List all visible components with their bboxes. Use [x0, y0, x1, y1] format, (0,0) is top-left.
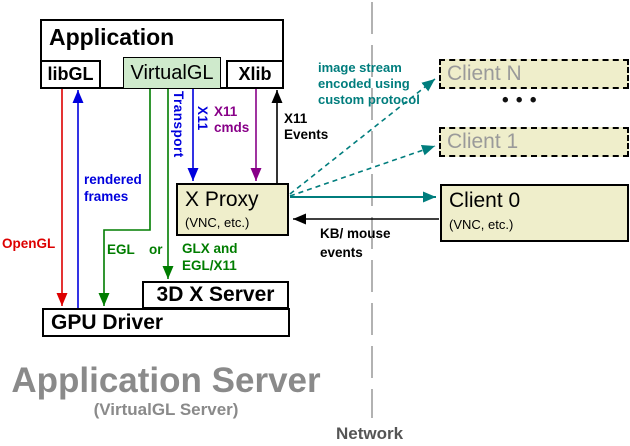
- libgl-box: libGL: [40, 60, 101, 89]
- x11-cmds-line1: X11: [214, 104, 238, 119]
- xproxy-title: X Proxy: [185, 188, 259, 211]
- x11-cmds-label: X11 cmds: [214, 104, 249, 136]
- x11-events-label: X11 Events: [284, 111, 328, 143]
- image-stream-line3: custom protocol: [318, 92, 420, 107]
- x11-cmds-line2: cmds: [214, 120, 250, 135]
- client-0-subtitle: (VNC, etc.): [449, 217, 514, 232]
- virtualgl-label: VirtualGL: [130, 61, 214, 84]
- xproxy-box: X Proxy (VNC, etc.): [176, 183, 289, 236]
- application-server-subtitle: (VirtualGL Server): [93, 400, 239, 419]
- xlib-label: Xlib: [238, 64, 272, 84]
- xproxy-subtitle: (VNC, etc.): [185, 215, 250, 230]
- kb-mouse-line2: events: [320, 245, 363, 260]
- 3d-x-server-box: 3D X Server: [142, 281, 289, 309]
- kb-mouse-label: KB/ mouse events: [320, 224, 391, 262]
- virtualgl-box: VirtualGL: [123, 57, 221, 89]
- rendered-frames-line2: frames: [84, 189, 129, 204]
- transport-vertical-label: Transport: [171, 91, 186, 158]
- image-stream-label: image stream encoded using custom protoc…: [318, 60, 420, 108]
- application-server-title: Application Server: [11, 361, 321, 400]
- client-1-box: Client 1: [439, 127, 629, 157]
- client-n-box: Client N: [439, 59, 629, 89]
- client-0-box: Client 0 (VNC, etc.): [440, 184, 629, 242]
- xlib-box: Xlib: [226, 60, 284, 89]
- rendered-frames-line1: rendered: [84, 172, 142, 187]
- arrow-egl: [98, 89, 151, 306]
- glx-line2: EGL/X11: [182, 258, 237, 273]
- opengl-label: OpenGL: [2, 236, 56, 251]
- libgl-label: libGL: [47, 64, 94, 84]
- egl-label: EGL: [107, 242, 135, 257]
- 3d-x-server-label: 3D X Server: [156, 283, 275, 306]
- x11-vertical-label: X11: [195, 106, 210, 131]
- glx-label: GLX and EGL/X11: [182, 240, 238, 274]
- client-n-label: Client N: [447, 62, 522, 85]
- application-label: Application: [49, 24, 175, 50]
- gpu-driver-label: GPU Driver: [51, 311, 164, 334]
- client-1-label: Client 1: [447, 130, 519, 153]
- x11-events-line2: Events: [284, 127, 329, 142]
- image-stream-line1: image stream: [318, 60, 402, 75]
- or-label: or: [149, 242, 163, 257]
- glx-line1: GLX and: [182, 241, 238, 256]
- client-0-title: Client 0: [449, 189, 521, 212]
- arrow-image-stream-client1: [289, 145, 436, 197]
- kb-mouse-line1: KB/ mouse: [320, 226, 391, 241]
- clients-ellipsis: • • •: [502, 90, 538, 111]
- gpu-driver-box: GPU Driver: [42, 308, 290, 337]
- x11-events-line1: X11: [284, 111, 308, 126]
- image-stream-line2: encoded using: [318, 76, 410, 91]
- arrow-image-stream-clientN: [289, 78, 436, 195]
- rendered-frames-label: rendered frames: [84, 171, 142, 205]
- network-label: Network: [336, 424, 404, 443]
